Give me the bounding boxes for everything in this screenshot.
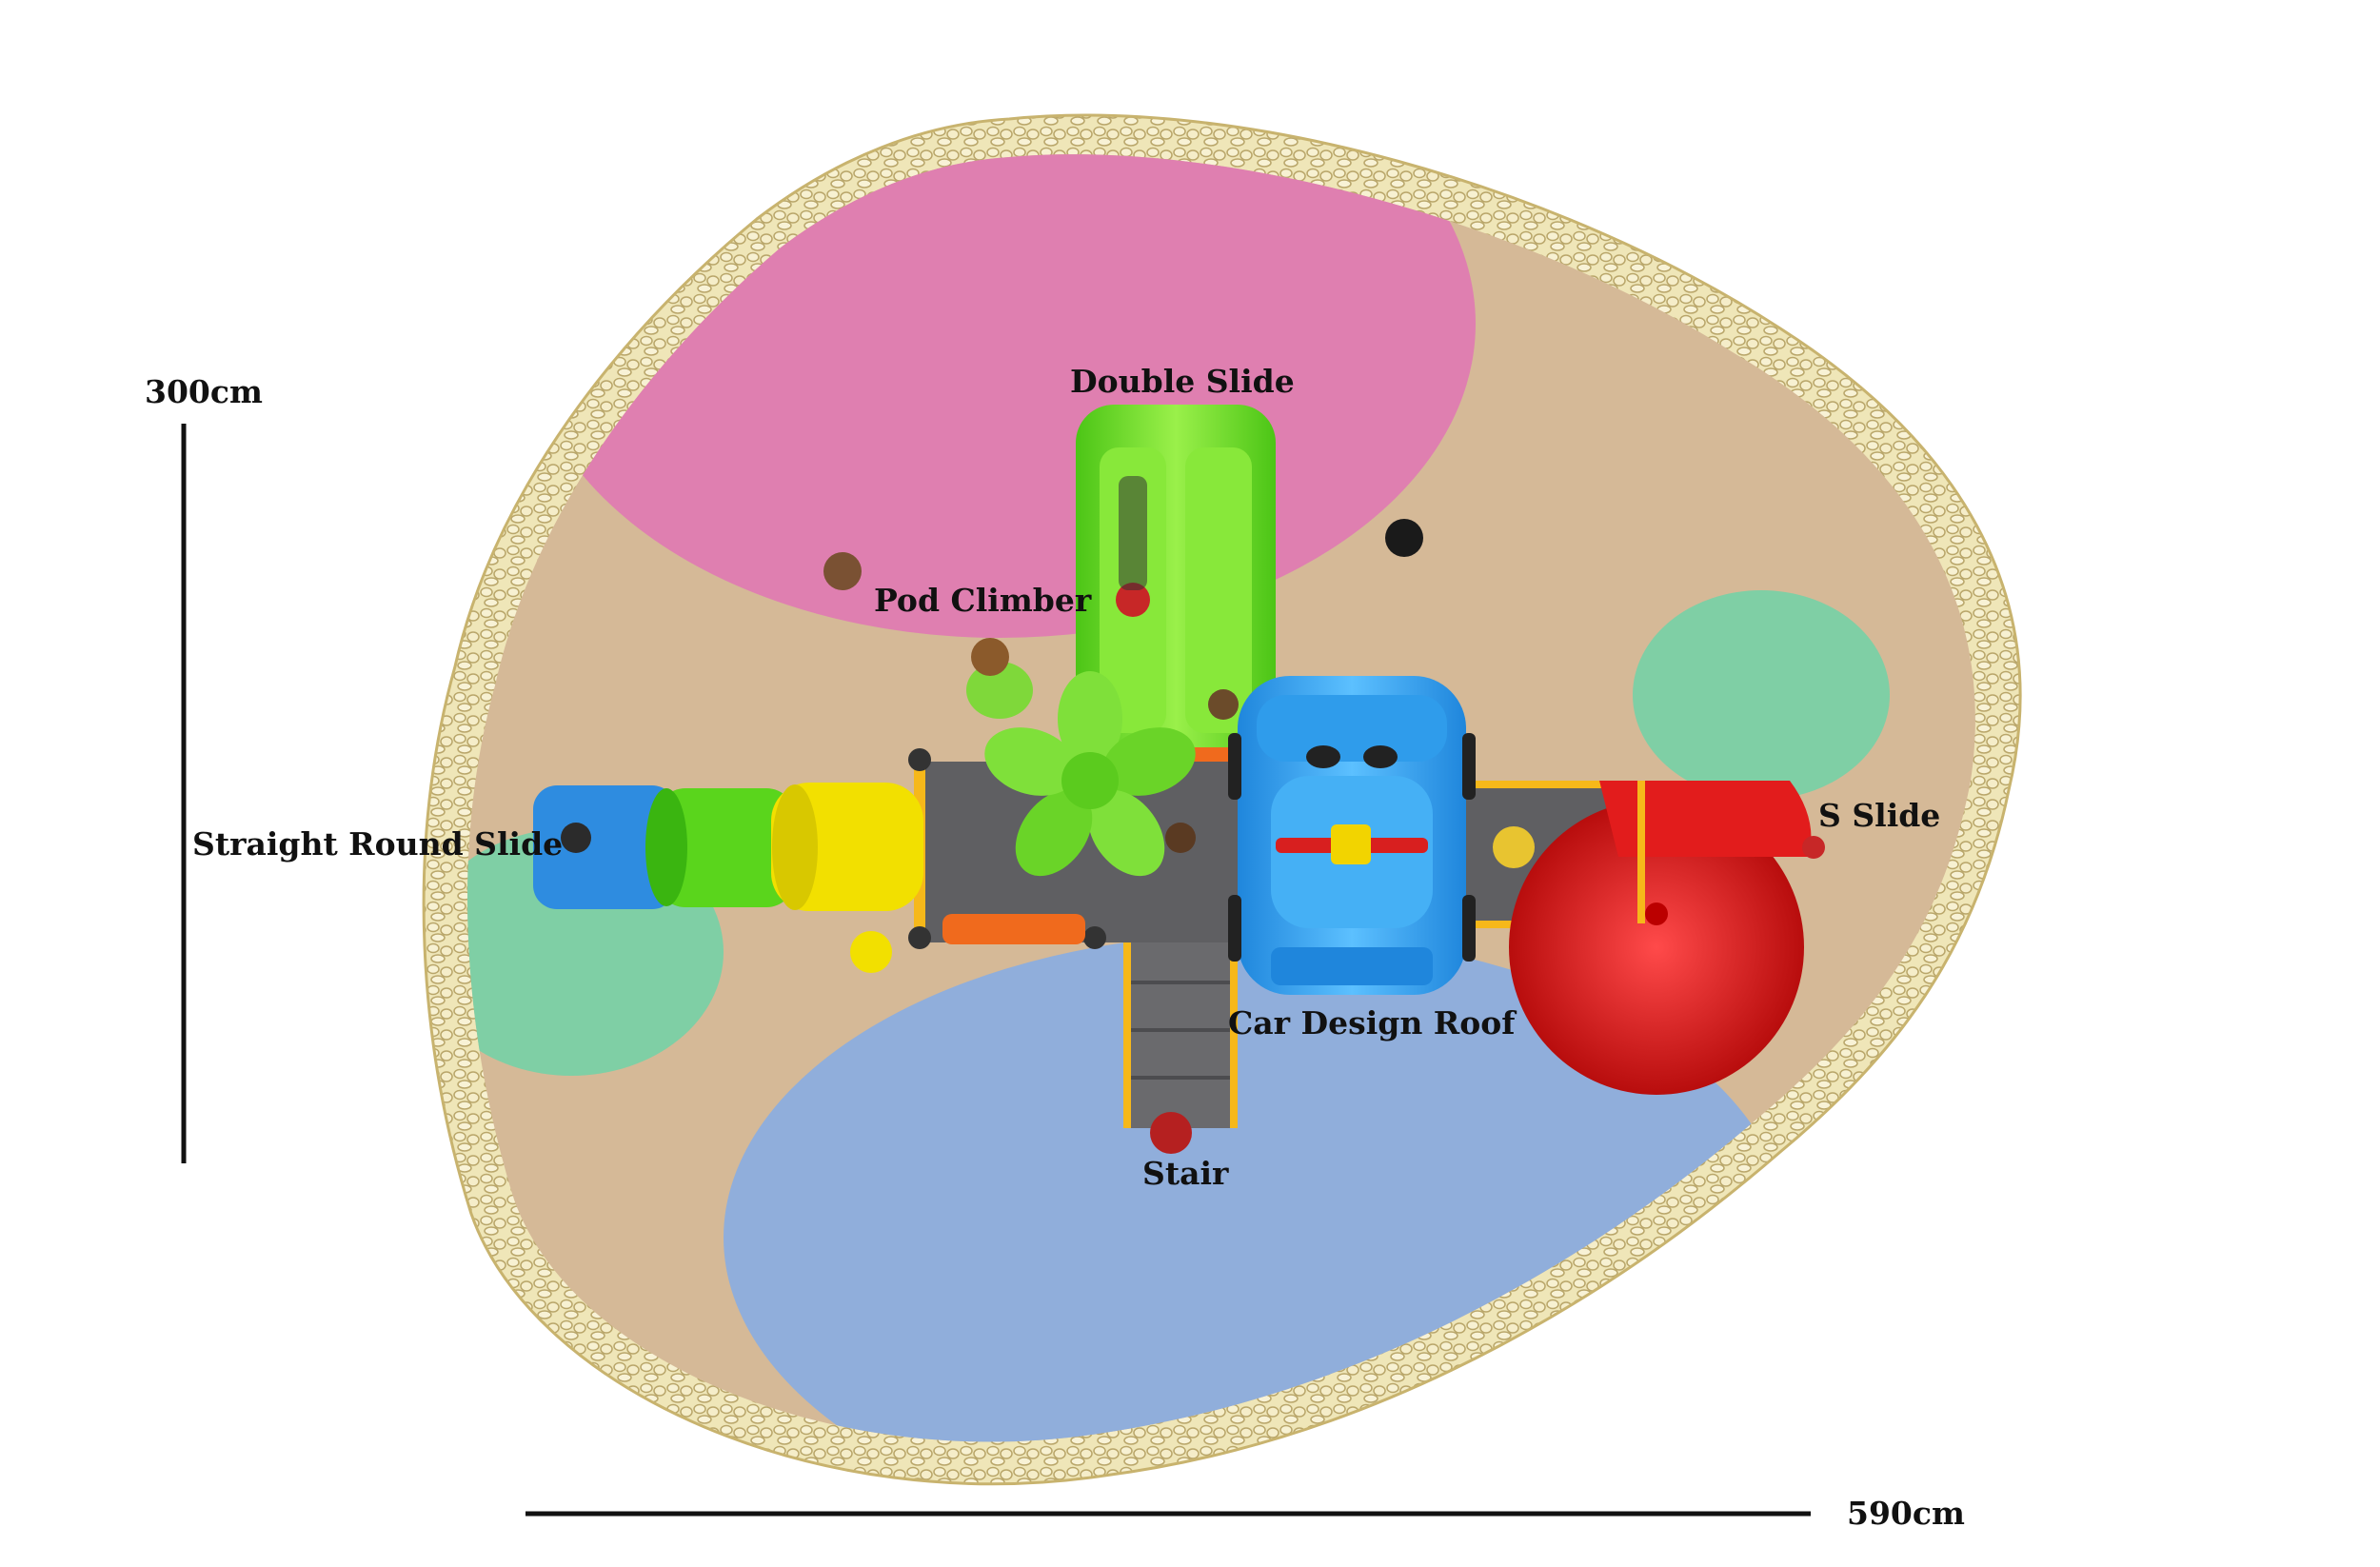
- straight-round-slide: [533, 783, 923, 911]
- width-dimension-label: 590cm: [1847, 1495, 1965, 1532]
- child-ground-right: [1385, 519, 1423, 557]
- pod-climber: [984, 671, 1196, 877]
- double-slide-label: Double Slide: [1070, 363, 1295, 400]
- child-stair: [1150, 1112, 1192, 1154]
- green-zone-right: [1633, 590, 1890, 800]
- child-on-slide-2: [1208, 689, 1239, 720]
- orange-panel-bottom: [942, 914, 1085, 944]
- car-design-roof-label: Car Design Roof: [1228, 1004, 1516, 1041]
- child-tube: [561, 823, 591, 853]
- deck-platforms: [908, 748, 1637, 1128]
- s-slide-label: S Slide: [1818, 797, 1941, 834]
- child-deck: [1165, 823, 1196, 853]
- s-slide: [1509, 781, 1812, 1095]
- child-s-slide: [1802, 836, 1825, 859]
- straight-round-slide-label: Straight Round Slide: [192, 825, 564, 863]
- child-pod-climber: [971, 638, 1009, 676]
- pod-climber-label: Pod Climber: [874, 582, 1092, 619]
- stair-label: Stair: [1142, 1155, 1229, 1192]
- child-right-deck: [1493, 826, 1535, 868]
- height-dimension-label: 300cm: [145, 373, 263, 410]
- car-design-roof: [1228, 676, 1476, 995]
- child-figures: [561, 476, 1825, 1154]
- small-green-pod: [966, 662, 1033, 719]
- child-pink-zone: [823, 552, 862, 590]
- yellow-steering-cap: [850, 931, 892, 973]
- child-on-slide-1: [1116, 583, 1150, 617]
